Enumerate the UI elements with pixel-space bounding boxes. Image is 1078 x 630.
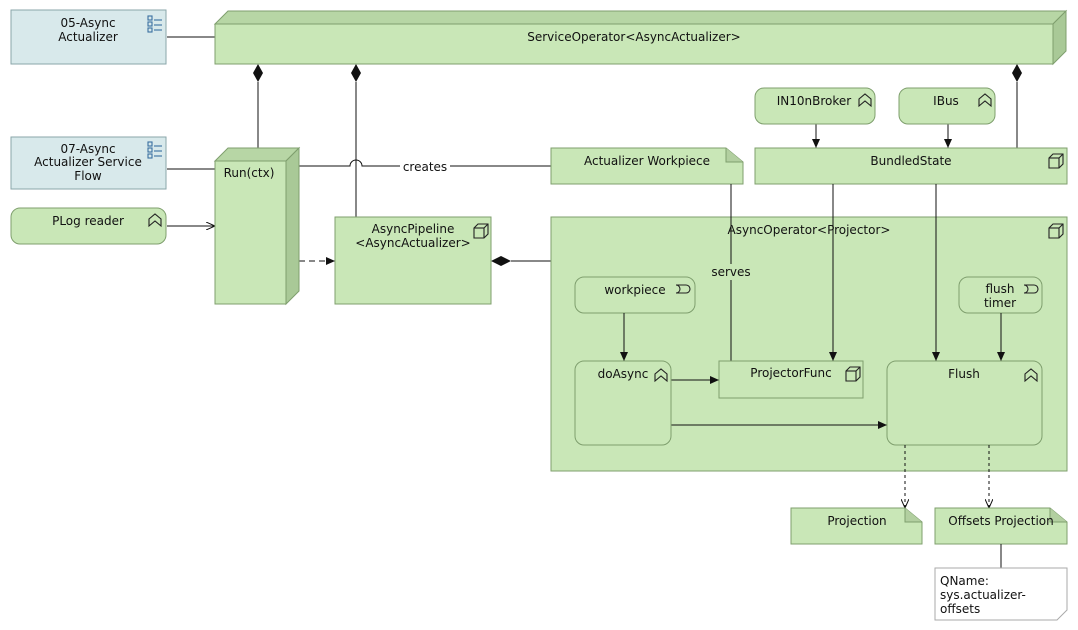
actualizer-workpiece-label: Actualizer Workpiece (584, 154, 710, 168)
service-flow-label-line3: Flow (74, 169, 102, 183)
event-flush-timer[interactable]: flush timer (958, 276, 1043, 314)
projection-label: Projection (827, 514, 886, 528)
artifact-offsets-projection[interactable]: Offsets Projection (934, 507, 1068, 545)
composition-diamond-operator (491, 256, 511, 266)
node-icon (1048, 223, 1064, 239)
component-actualizer-service-flow[interactable]: 07-Async Actualizer Service Flow (10, 136, 167, 190)
plog-reader-label: PLog reader (52, 214, 124, 228)
node-projector-func[interactable]: ProjectorFunc (718, 360, 864, 399)
function-plog-reader[interactable]: PLog reader (10, 207, 167, 245)
in10n-broker-label: IN10nBroker (777, 94, 852, 108)
do-async-label: doAsync (598, 367, 649, 381)
qname-note-line2: sys.actualizer- (940, 588, 1026, 602)
component-async-actualizer[interactable]: 05-Async Actualizer (10, 9, 167, 65)
function-icon (1024, 368, 1038, 383)
node-bundled-state[interactable]: BundledState (754, 147, 1068, 185)
offsets-projection-label: Offsets Projection (948, 514, 1053, 528)
function-icon (148, 213, 162, 228)
serves-label-bg (710, 264, 752, 280)
async-actualizer-label-line2: Actualizer (58, 30, 118, 44)
function-flush[interactable]: Flush (886, 360, 1043, 446)
node-async-pipeline[interactable]: AsyncPipeline <AsyncActualizer> (334, 216, 492, 305)
creates-label-bg (400, 159, 450, 174)
creates-label: creates (403, 160, 447, 174)
function-icon (654, 368, 668, 383)
function-icon (978, 93, 992, 108)
component-icon (147, 141, 162, 159)
async-pipeline-label-line2: <AsyncActualizer> (355, 236, 470, 250)
function-icon (858, 93, 872, 108)
composition-diamond-bundledstate (1012, 64, 1022, 82)
projector-func-label: ProjectorFunc (750, 366, 831, 380)
async-actualizer-label-line1: 05-Async (60, 16, 115, 30)
function-do-async[interactable]: doAsync (574, 360, 672, 446)
service-operator-label: ServiceOperator<AsyncActualizer> (527, 30, 740, 44)
async-pipeline-label-line1: AsyncPipeline (372, 222, 455, 236)
artifact-actualizer-workpiece[interactable]: Actualizer Workpiece (550, 147, 744, 185)
workpiece-label: workpiece (604, 283, 665, 297)
function-in10n-broker[interactable]: IN10nBroker (754, 87, 876, 125)
run-ctx-label: Run(ctx) (224, 166, 275, 180)
node-icon (1048, 153, 1064, 169)
event-workpiece[interactable]: workpiece (574, 276, 696, 314)
node-icon (473, 223, 489, 239)
event-icon (1023, 284, 1039, 294)
serves-label: serves (711, 265, 750, 279)
qname-note-line1: QName: (940, 574, 989, 588)
composition-diamond-run (253, 64, 263, 82)
ibus-label: IBus (933, 94, 959, 108)
event-icon (675, 284, 691, 294)
function-ibus[interactable]: IBus (898, 87, 996, 125)
node-icon (845, 366, 861, 382)
qname-note-line3: offsets (940, 602, 980, 616)
flush-timer-label-line1: flush (985, 282, 1014, 296)
flush-timer-label-line2: timer (984, 296, 1016, 310)
connector-creates (298, 159, 551, 167)
component-icon (147, 15, 162, 33)
async-operator-label: AsyncOperator<Projector> (728, 223, 891, 237)
note-qname: QName: sys.actualizer- offsets (934, 567, 1068, 621)
node-run-ctx[interactable]: Run(ctx) (213, 146, 301, 306)
artifact-projection[interactable]: Projection (790, 507, 923, 545)
bundled-state-label: BundledState (870, 154, 951, 168)
flush-label: Flush (948, 367, 980, 381)
service-flow-label-line2: Actualizer Service (34, 155, 142, 169)
service-flow-label-line1: 07-Async (60, 142, 115, 156)
node-service-operator[interactable]: ServiceOperator<AsyncActualizer> (213, 9, 1068, 66)
composition-diamond-pipeline (351, 64, 361, 82)
